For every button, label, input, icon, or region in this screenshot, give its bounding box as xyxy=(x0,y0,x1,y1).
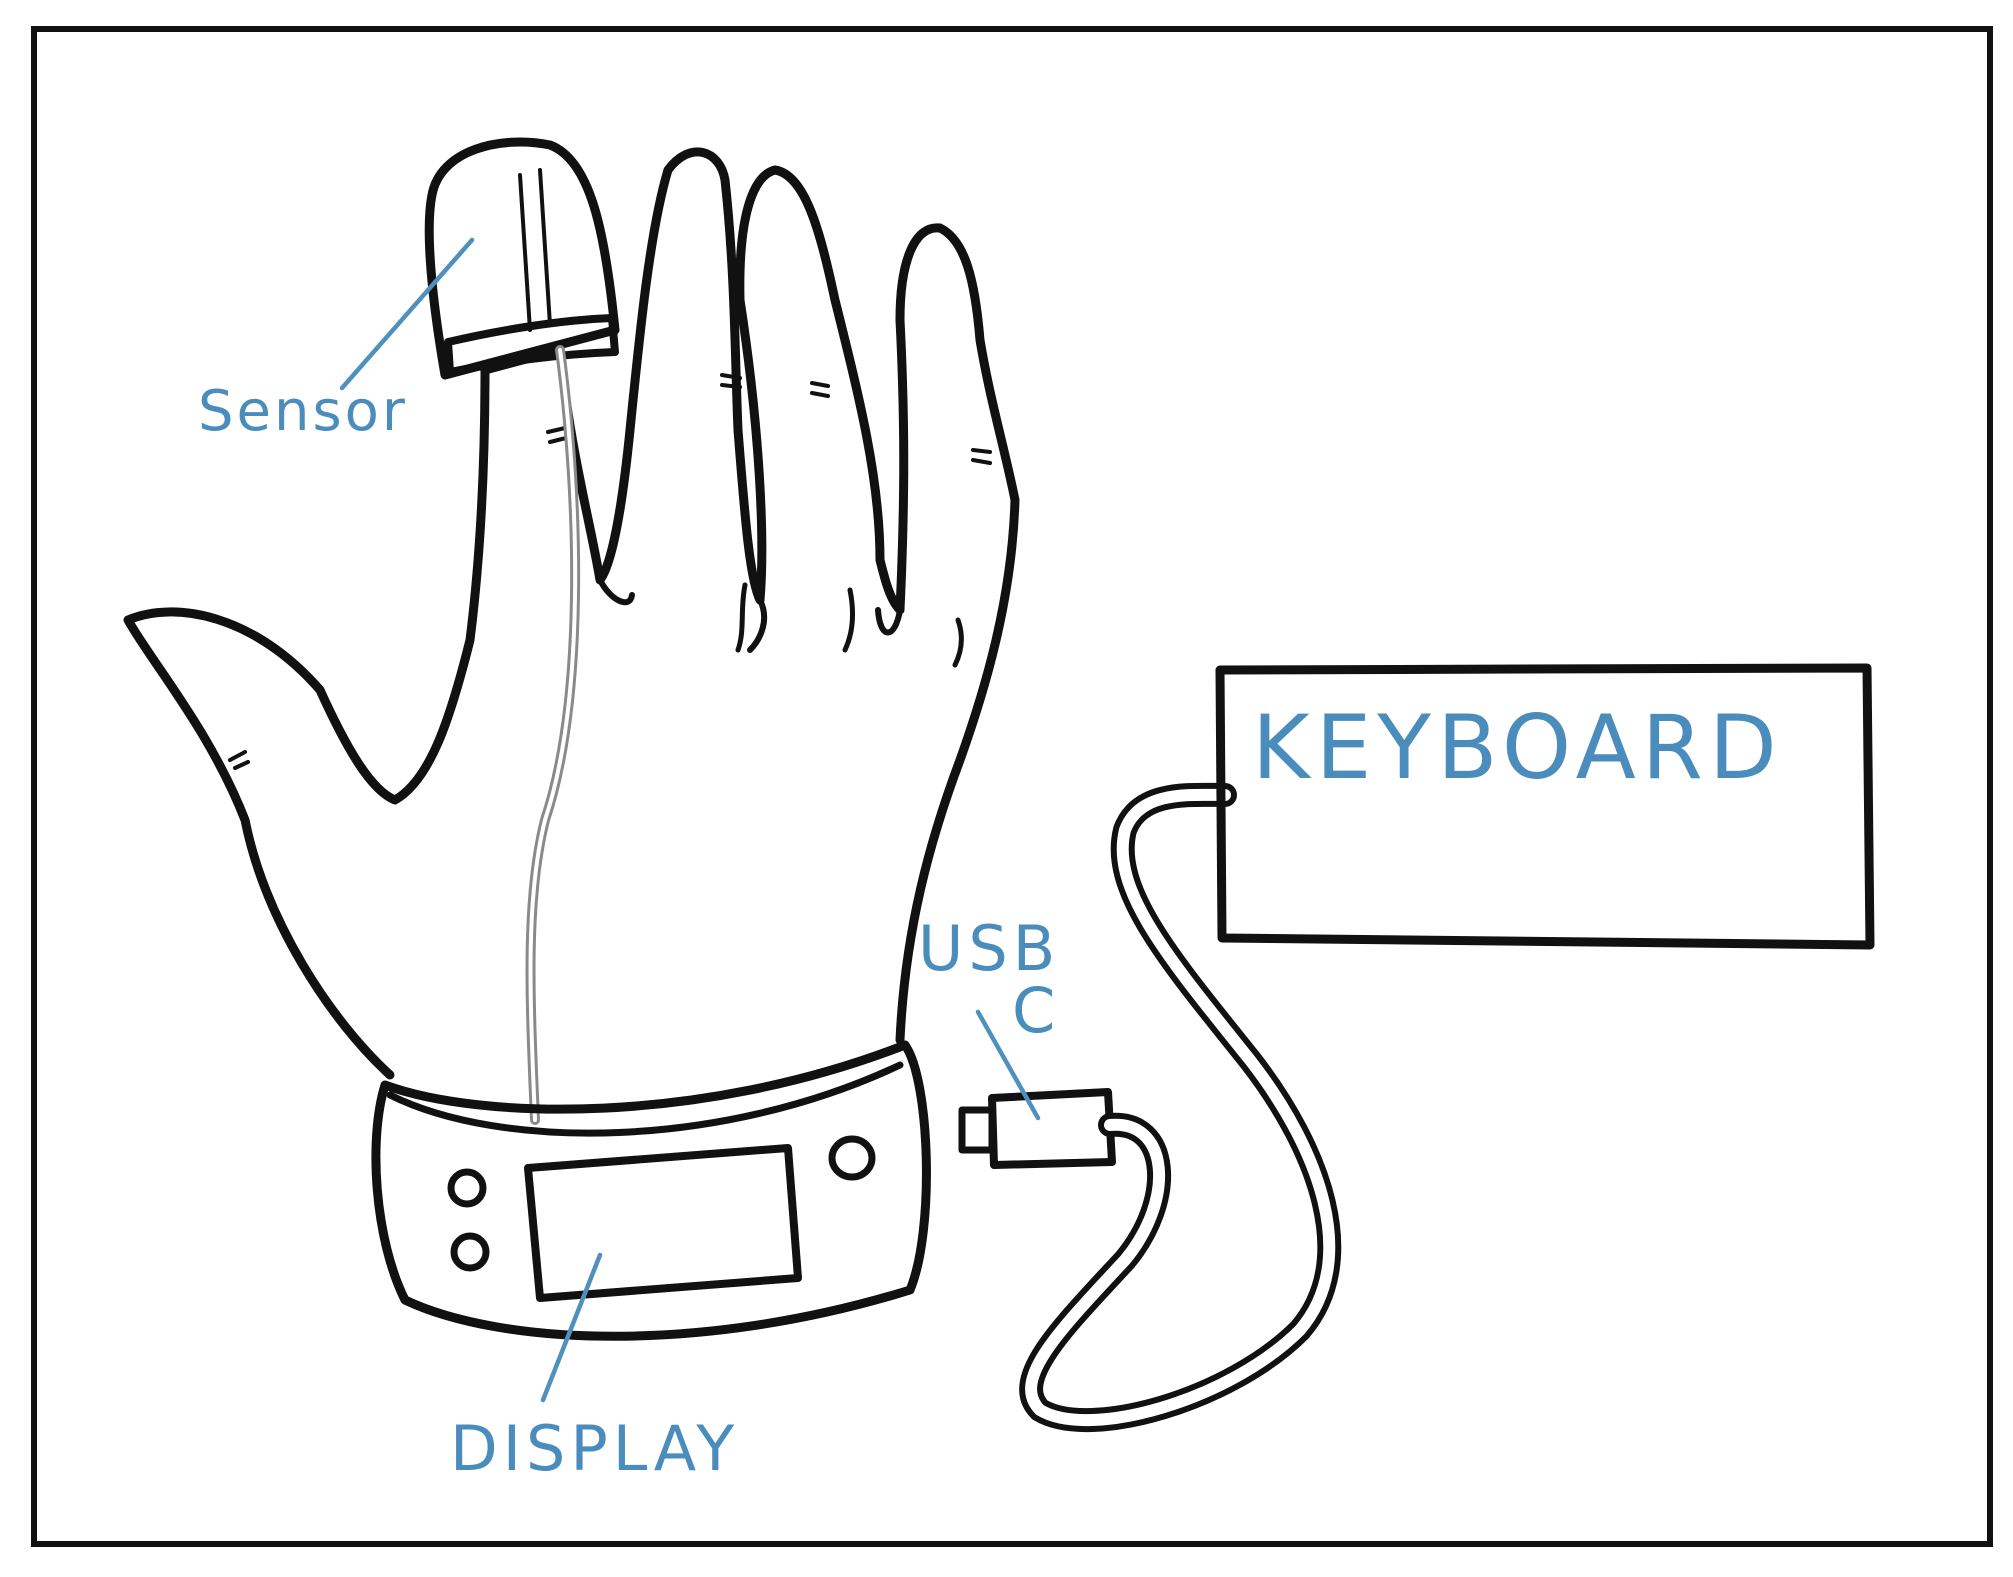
frame-border xyxy=(31,26,1993,1547)
usb-c-plug-body xyxy=(988,1088,1116,1169)
wristband-device xyxy=(371,1040,931,1341)
display-label: DISPLAY xyxy=(450,1412,739,1485)
display-screen xyxy=(524,1144,802,1302)
knuckle-crease-1 xyxy=(735,582,748,653)
finger-gap-2 xyxy=(747,597,768,653)
usb-label-line1: USB xyxy=(918,912,1060,985)
wristband-outline xyxy=(371,1040,931,1341)
knuckle-crease-2 xyxy=(842,587,855,653)
sensor-callout-line xyxy=(339,237,475,391)
display-callout-line xyxy=(540,1252,603,1403)
button-right xyxy=(828,1135,876,1181)
sensor-cap-band xyxy=(444,314,619,376)
usb-callout-line xyxy=(975,1009,1041,1121)
joint-lines-middle xyxy=(720,373,742,389)
wristband-inner-rim xyxy=(386,1061,904,1137)
usb-c-connector xyxy=(958,1088,1116,1169)
joint-lines-thumb xyxy=(228,750,250,770)
finger-gap-1 xyxy=(597,577,635,606)
usb-label-line2: C xyxy=(1012,974,1060,1047)
hand-outline xyxy=(123,147,1020,1080)
knuckle-crease-3 xyxy=(952,617,964,668)
keyboard-cable xyxy=(1019,782,1342,1433)
sensor-cap-outline xyxy=(424,137,620,380)
hand-drawing xyxy=(123,147,1020,1080)
keyboard-box xyxy=(1215,663,1875,950)
keyboard-label: KEYBOARD xyxy=(1252,696,1783,799)
joint-lines-ring xyxy=(810,381,830,398)
button-bottom-left xyxy=(450,1232,490,1272)
button-top-left xyxy=(447,1168,487,1208)
sensor-label: Sensor xyxy=(198,379,408,444)
joint-lines-pinky xyxy=(971,448,992,465)
finger-gap-3 xyxy=(875,607,903,636)
sensor-cap xyxy=(424,137,620,380)
joint-lines-index xyxy=(546,426,568,444)
sensor-cap-seam xyxy=(518,168,552,332)
